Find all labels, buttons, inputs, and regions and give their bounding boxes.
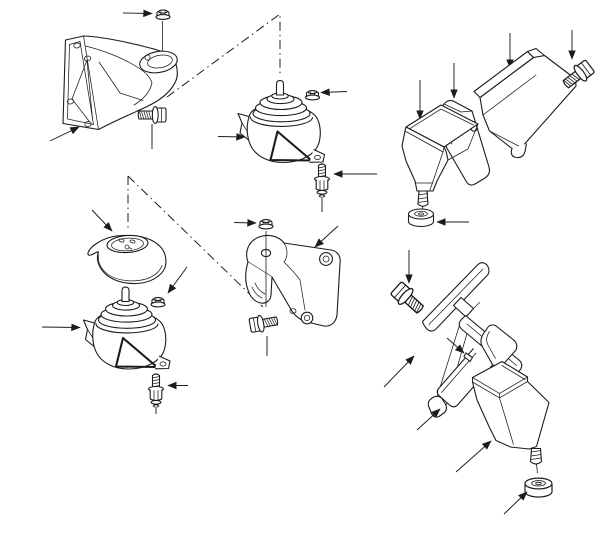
callout-arrow-mount (455, 440, 492, 473)
alignment-line-middle (127, 175, 264, 308)
mount-washer (407, 208, 435, 228)
cast-mounting-bracket (245, 234, 341, 327)
flanged-bolt (248, 311, 280, 335)
mount-stud (529, 447, 543, 465)
callout-arrow-nut (167, 266, 188, 294)
flange-nut (304, 90, 321, 101)
wedge-engine-mount (401, 104, 479, 207)
flange-nut (155, 9, 171, 20)
callout-arrow-mount (217, 133, 246, 141)
top-middle-mount-assembly (217, 79, 377, 212)
callout-arrow-nut (320, 88, 348, 96)
callout-arrow-angle-bracket (446, 337, 465, 354)
callout-arrow-nut (122, 9, 153, 18)
z-support-bracket (473, 47, 577, 159)
top-right-mount-assembly (401, 30, 597, 228)
flanged-bolt (148, 373, 164, 408)
center-bracket-assembly (233, 219, 341, 356)
callout-arrow-z-bracket (383, 355, 415, 388)
flanged-bolt (314, 163, 330, 198)
bottom-right-mount-assembly (383, 250, 553, 515)
axis-line (536, 464, 538, 474)
callout-arrow-washer (503, 491, 528, 515)
flange-nut (150, 297, 166, 308)
alignment-line-top (166, 13, 281, 98)
wedge-engine-mount (471, 360, 550, 465)
angle-bracket (436, 324, 518, 408)
flanged-bolt (388, 279, 429, 319)
middle-left-shielded-mount-assembly (41, 209, 188, 414)
heat-shield-cover (87, 234, 167, 285)
callout-arrow-bracket (49, 126, 80, 142)
callout-arrow-angle-bracket-2 (416, 408, 441, 431)
cast-mounting-bracket (62, 35, 178, 131)
callout-arrow-nut (233, 219, 257, 227)
mount-washer (524, 477, 553, 498)
callout-arrow-bracket (314, 225, 339, 248)
callout-arrow-shield (91, 209, 113, 232)
callout-arrow-mount (41, 323, 81, 332)
top-left-bracket-assembly (49, 9, 178, 149)
flange-nut (258, 219, 274, 230)
bracket-bolt-holes (66, 42, 92, 127)
